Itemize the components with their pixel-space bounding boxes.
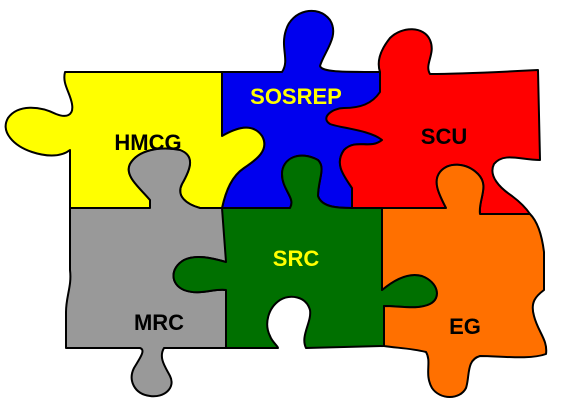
label-scu: SCU <box>421 124 467 149</box>
label-mrc: MRC <box>134 310 184 335</box>
label-sosrep: SOSREP <box>250 84 342 109</box>
label-hmcg: HMCG <box>114 130 181 155</box>
label-eg: EG <box>449 314 481 339</box>
label-src: SRC <box>273 246 320 271</box>
piece-scu <box>325 28 541 215</box>
piece-eg <box>381 163 548 398</box>
